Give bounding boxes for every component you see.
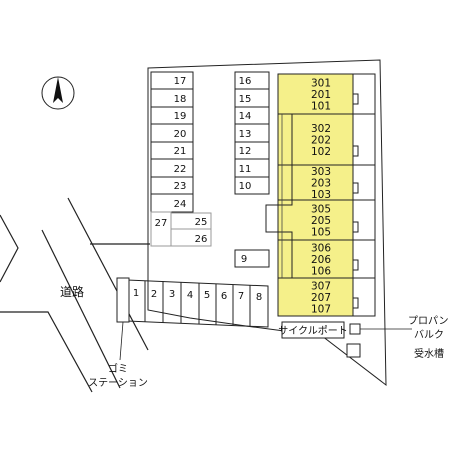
parking-space-20: 20 (174, 129, 187, 140)
parking-space-7: 7 (238, 291, 244, 302)
parking-bottom-row (126, 279, 269, 328)
unit-305: 305 (311, 204, 331, 216)
unit-205: 205 (311, 215, 331, 227)
unit-306: 306 (311, 243, 331, 255)
parking-light-spaces (150, 211, 212, 247)
apartment-building (265, 73, 376, 317)
parking-right-column (234, 71, 270, 195)
parking-space-19: 19 (174, 111, 187, 122)
unit-307: 307 (311, 281, 331, 293)
parking-space-9: 9 (241, 254, 247, 265)
garbage-label-line1: ゴミ (108, 362, 128, 375)
garbage-station (116, 277, 130, 323)
propane-label-line1: プロパン (408, 315, 449, 327)
parking-space-6: 6 (221, 291, 227, 302)
parking-space-13: 13 (239, 129, 252, 140)
unit-103: 103 (311, 189, 331, 201)
unit-labels: 3012011013022021023032031033052051053062… (311, 78, 331, 316)
parking-space-21: 21 (174, 146, 187, 157)
unit-105: 105 (311, 227, 331, 239)
parking-space-9 (234, 249, 270, 268)
parking-space-11: 11 (239, 164, 252, 175)
unit-301: 301 (311, 78, 331, 90)
unit-207: 207 (311, 292, 331, 304)
unit-107: 107 (311, 304, 331, 316)
parking-space-12: 12 (239, 146, 252, 157)
unit-202: 202 (311, 135, 331, 147)
unit-201: 201 (311, 89, 331, 101)
garbage-leader-line (119, 321, 124, 361)
parking-space-15: 15 (239, 94, 252, 105)
unit-302: 302 (311, 123, 331, 135)
parking-space-5: 5 (204, 290, 210, 301)
propane-label-line2: バルク (414, 329, 444, 341)
parking-space-17: 17 (174, 76, 187, 87)
propane-bulk-box (349, 323, 361, 335)
cycle-port-label: サイクルポート (278, 325, 348, 337)
cycle-port (281, 321, 345, 339)
unit-206: 206 (311, 254, 331, 266)
parking-space-14: 14 (239, 111, 252, 122)
parking-space-3: 3 (169, 289, 175, 300)
parking-space-26: 26 (195, 234, 208, 245)
parking-space-16: 16 (239, 76, 252, 87)
unit-303: 303 (311, 166, 331, 178)
parking-space-23: 23 (174, 181, 187, 192)
parking-space-1: 1 (133, 288, 139, 299)
parking-space-4: 4 (187, 290, 193, 301)
parking-space-18: 18 (174, 94, 187, 105)
unit-101: 101 (311, 101, 331, 113)
garbage-label-line2: ステーション (88, 378, 148, 389)
north-arrow-icon (41, 76, 75, 110)
road-label: 道路 (60, 284, 84, 299)
water-tank-label: 受水槽 (414, 347, 444, 360)
unit-102: 102 (311, 146, 331, 158)
parking-space-25: 25 (195, 217, 208, 228)
water-tank-box (346, 343, 361, 358)
parking-space-8: 8 (256, 292, 262, 303)
parking-space-22: 22 (174, 164, 187, 175)
unit-203: 203 (311, 178, 331, 190)
parking-space-2: 2 (151, 289, 157, 300)
road-edges (0, 197, 150, 393)
parking-left-column (150, 71, 194, 213)
parking-space-10: 10 (239, 181, 252, 192)
unit-106: 106 (311, 266, 331, 278)
parking-space-27: 27 (155, 218, 168, 229)
parking-space-24: 24 (174, 199, 187, 210)
